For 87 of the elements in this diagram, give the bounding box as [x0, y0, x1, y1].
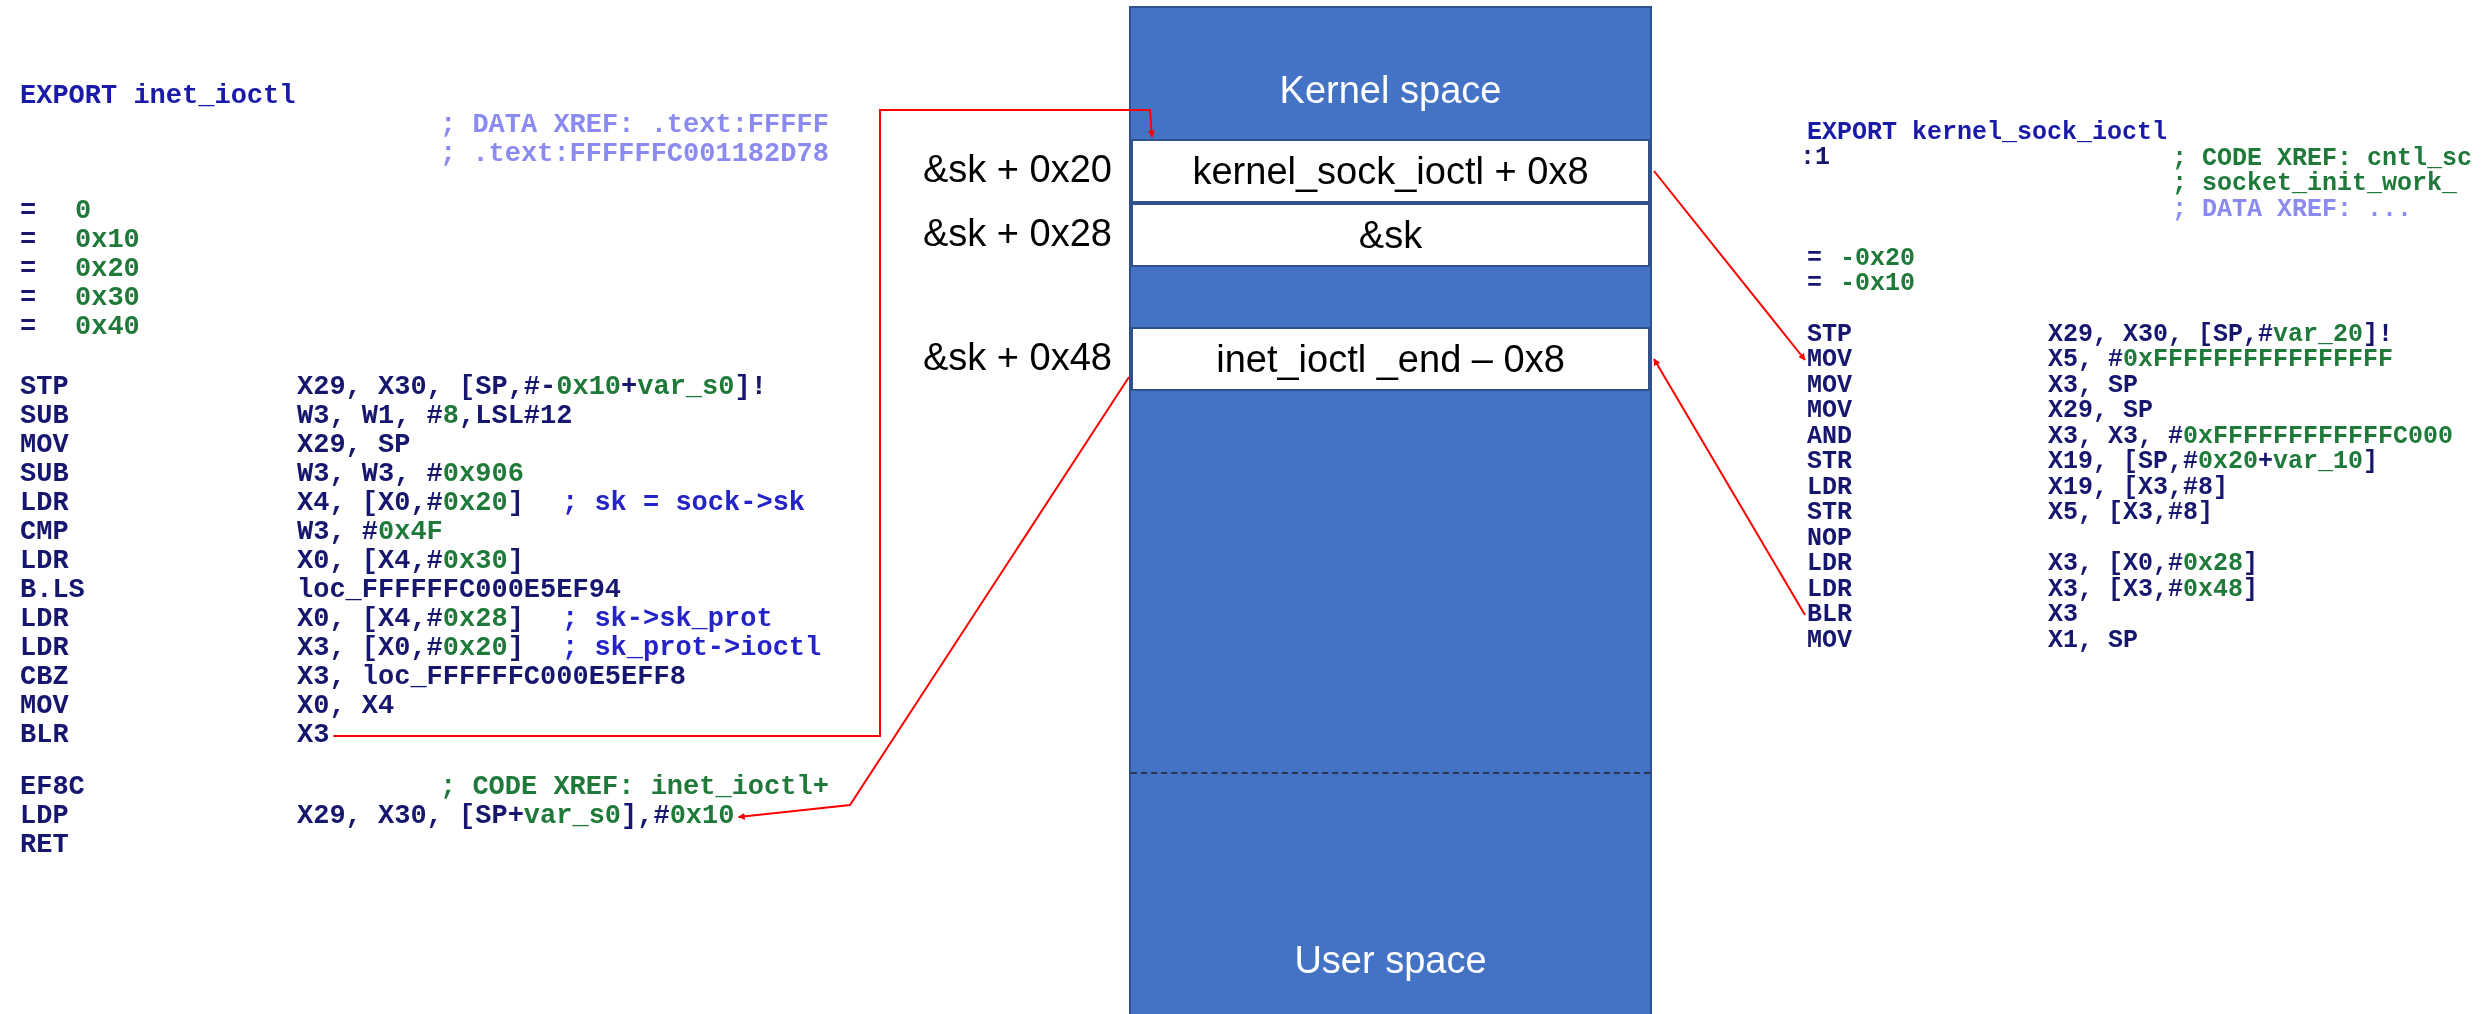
arrow — [737, 376, 1130, 820]
code-line: BLR X3 — [1807, 601, 2078, 629]
instruction-mnemonic: RET — [20, 831, 69, 861]
address-label: &sk + 0x28 — [922, 211, 1112, 255]
code-comment: ; DATA XREF: ... — [2172, 196, 2413, 224]
instruction-mnemonic: CBZ — [20, 663, 69, 693]
instruction-mnemonic: LDR — [1807, 474, 1852, 502]
instruction-operand: X29, X30, [SP,#var_20]! — [2048, 321, 2394, 349]
instruction-operand: X5, [X3,#8] — [2048, 499, 2214, 527]
memory-column — [1129, 6, 1652, 1014]
code-comment: ; .text:FFFFFFC001182D78 — [440, 140, 829, 170]
instruction-mnemonic: MOV — [20, 431, 69, 461]
equals-sign: = — [20, 284, 37, 314]
instruction-mnemonic: STP — [1807, 321, 1852, 349]
instruction-mnemonic: MOV — [20, 692, 69, 722]
instruction-operand: X3, [X3,#0x48] — [2048, 576, 2259, 604]
instruction-operand: X3, loc_FFFFFFC000E5EFF8 — [297, 663, 686, 693]
instruction-operand: W3, W3, #0x906 — [297, 460, 524, 490]
code-comment: ; sk_prot->ioctl — [562, 634, 822, 664]
instruction-mnemonic: MOV — [1807, 627, 1852, 655]
instruction-operand: X0, X4 — [297, 692, 395, 722]
stack-offset: -0x20 — [1840, 245, 1915, 273]
code-line: MOV X5, #0xFFFFFFFFFFFFFFFF — [1807, 346, 2394, 374]
address-label: &sk + 0x20 — [922, 147, 1112, 191]
region-label: User space — [1293, 938, 1488, 982]
equals-sign: = — [1807, 270, 1822, 298]
memory-slot: kernel_sock_ioctl + 0x8 — [1131, 139, 1650, 203]
stack-offset: 0 — [75, 197, 92, 227]
instruction-operand: W3, #0x4F — [297, 518, 443, 548]
stack-offset: -0x10 — [1840, 270, 1915, 298]
instruction-operand: W3, W1, #8,LSL#12 — [297, 402, 573, 432]
instruction-mnemonic: MOV — [1807, 397, 1852, 425]
instruction-operand: X0, [X4,#0x30] — [297, 547, 524, 577]
memory-slot: &sk — [1131, 203, 1650, 267]
instruction-mnemonic: B.LS — [20, 576, 85, 606]
code-line: BLR X3 — [20, 721, 330, 751]
equals-sign: = — [20, 255, 37, 285]
arrow — [332, 109, 1156, 737]
instruction-operand: loc_FFFFFFC000E5EF94 — [297, 576, 622, 606]
stack-offset: 0x10 — [75, 226, 140, 256]
instruction-mnemonic: LDR — [20, 605, 69, 635]
code-comment: ; CODE XREF: inet_ioctl+ — [440, 773, 829, 803]
instruction-mnemonic: CMP — [20, 518, 69, 548]
stack-offset: 0x30 — [75, 284, 140, 314]
memory-slot: inet_ioctl _end – 0x8 — [1131, 327, 1650, 391]
instruction-operand: X3, SP — [2048, 372, 2138, 400]
equals-sign: = — [20, 226, 37, 256]
instruction-mnemonic: NOP — [1807, 525, 1852, 553]
instruction-mnemonic: LDR — [1807, 550, 1852, 578]
arrow — [1653, 170, 1806, 361]
instruction-mnemonic: LDR — [20, 489, 69, 519]
instruction-operand: X1, SP — [2048, 627, 2138, 655]
instruction-operand: X3, [X0,#0x28] — [2048, 550, 2259, 578]
equals-sign: = — [20, 313, 37, 343]
instruction-operand: X19, [SP,#0x20+var_10] — [2048, 448, 2379, 476]
instruction-mnemonic: AND — [1807, 423, 1852, 451]
code-line: LDP X29, X30, [SP+var_s0],#0x10 — [20, 802, 735, 832]
instruction-mnemonic: EF8C — [20, 773, 85, 803]
arrow — [1653, 358, 1806, 616]
instruction-mnemonic: LDR — [20, 634, 69, 664]
equals-sign: = — [1807, 245, 1822, 273]
function-name: EXPORT kernel_sock_ioctl — [1807, 119, 2168, 147]
region-label: Kernel space — [1278, 68, 1503, 112]
instruction-mnemonic: STR — [1807, 499, 1852, 527]
instruction-mnemonic: MOV — [1807, 372, 1852, 400]
instruction-mnemonic: STR — [1807, 448, 1852, 476]
instruction-mnemonic: STP — [20, 373, 69, 403]
instruction-operand: X4, [X0,#0x20] — [297, 489, 524, 519]
code-comment: ; sk = sock->sk — [562, 489, 806, 519]
instruction-operand: X0, [X4,#0x28] — [297, 605, 524, 635]
instruction-mnemonic: LDR — [20, 547, 69, 577]
code-comment: ; sk->sk_prot — [562, 605, 773, 635]
address-label: &sk + 0x48 — [922, 335, 1112, 379]
code-comment: ; DATA XREF: .text:FFFFF — [440, 111, 829, 141]
stack-offset: 0x40 — [75, 313, 140, 343]
instruction-operand: X29, SP — [2048, 397, 2154, 425]
stack-offset: 0x20 — [75, 255, 140, 285]
instruction-mnemonic: SUB — [20, 402, 69, 432]
instruction-operand: X29, SP — [297, 431, 411, 461]
instruction-operand: X29, X30, [SP,#-0x10+var_s0]! — [297, 373, 767, 403]
instruction-mnemonic: :1 — [1800, 144, 1830, 172]
instruction-operand: X3, [X0,#0x20] — [297, 634, 524, 664]
instruction-mnemonic: LDR — [1807, 576, 1852, 604]
code-comment: ; socket_init_work_ — [2172, 170, 2458, 198]
function-name: EXPORT inet_ioctl — [20, 82, 296, 112]
equals-sign: = — [20, 197, 37, 227]
instruction-mnemonic: SUB — [20, 460, 69, 490]
